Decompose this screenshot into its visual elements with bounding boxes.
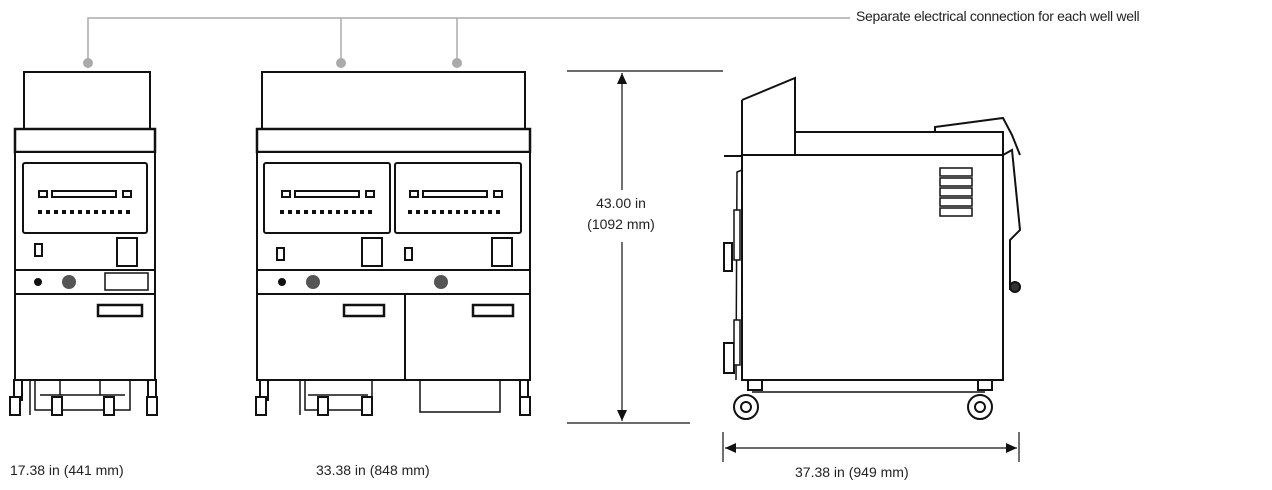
depth-label: 37.38 in (949 mm)	[795, 464, 909, 480]
double-well-front-view	[255, 71, 532, 416]
side-view	[723, 76, 1022, 420]
height-label: 43.00 in (1092 mm)	[566, 193, 676, 235]
height-dimension-lines	[567, 70, 723, 424]
height-label-inches: 43.00 in	[596, 195, 646, 211]
single-well-width-label: 17.38 in (441 mm)	[10, 462, 124, 478]
electrical-leader-lines	[87, 17, 850, 62]
depth-dimension-lines	[722, 432, 1020, 462]
electrical-connection-callout: Separate electrical connection for each …	[856, 8, 1140, 24]
connection-point-markers	[83, 58, 462, 68]
single-well-front-view	[9, 71, 158, 416]
double-well-width-label: 33.38 in (848 mm)	[316, 462, 430, 478]
height-label-mm: (1092 mm)	[587, 216, 655, 232]
